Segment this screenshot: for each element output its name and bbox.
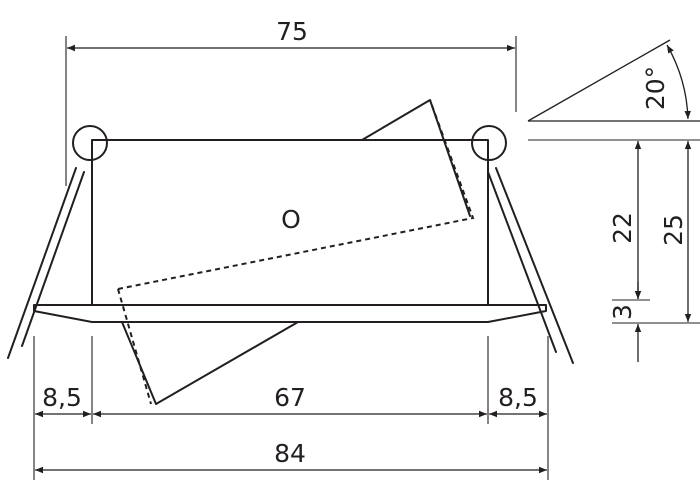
svg-text:84: 84 xyxy=(274,439,306,468)
svg-text:22: 22 xyxy=(608,212,637,244)
tilted-insert xyxy=(117,99,475,405)
dim-bottom-widths: 8,5 67 8,5 84 xyxy=(33,336,549,480)
dim-heights: 22 25 3 xyxy=(528,139,700,362)
spring-clip-right xyxy=(471,125,574,364)
svg-text:8,5: 8,5 xyxy=(42,383,82,412)
dim-top-width: 75 xyxy=(65,17,517,186)
dim-tilt-angle: 20° xyxy=(527,39,700,122)
spring-clip-left xyxy=(7,125,108,359)
center-mark: O xyxy=(281,205,301,234)
svg-text:75: 75 xyxy=(276,17,308,46)
svg-text:67: 67 xyxy=(274,383,306,412)
svg-text:8,5: 8,5 xyxy=(498,383,538,412)
svg-text:3: 3 xyxy=(608,304,637,320)
svg-text:20°: 20° xyxy=(641,66,670,110)
svg-text:25: 25 xyxy=(659,214,688,246)
flange xyxy=(33,304,547,323)
